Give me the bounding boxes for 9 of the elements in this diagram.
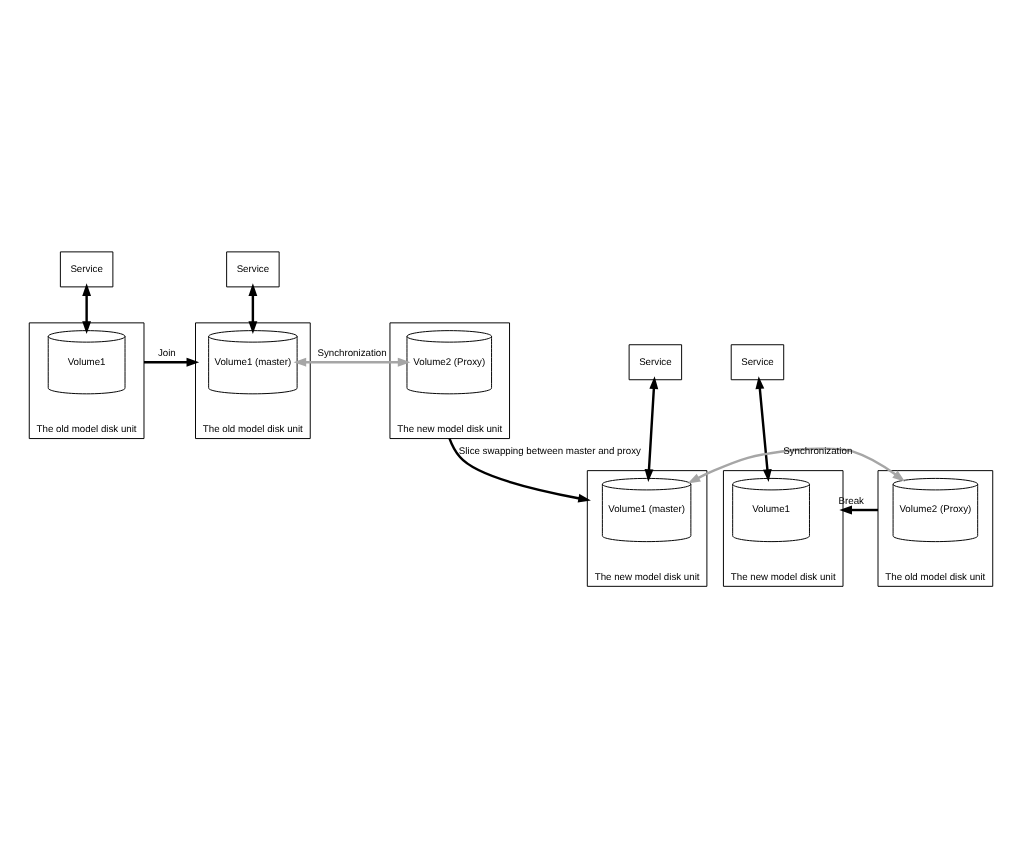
arrow [839,505,878,515]
arrow [248,283,258,335]
arrow [144,357,200,367]
arrow [755,376,772,482]
arrow [448,438,591,503]
arrow [687,447,906,484]
arrow [293,357,411,367]
arrow [82,283,92,335]
arrow [644,376,659,482]
